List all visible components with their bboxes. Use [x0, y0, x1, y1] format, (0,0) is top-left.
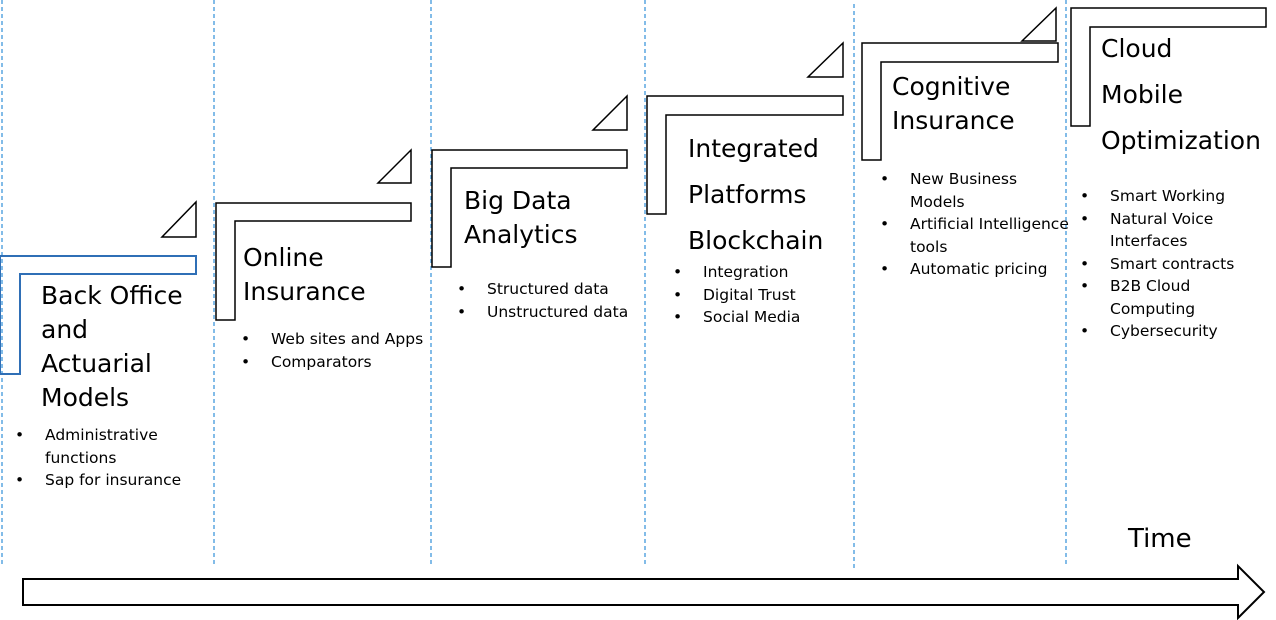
stage-title-line: Models: [41, 383, 130, 412]
stage-title-integrated-platforms: Integrated Platforms Blockchain: [688, 126, 823, 264]
stage-title-line: Back Office: [41, 281, 183, 310]
bullet-item: Smart Working: [1080, 185, 1274, 208]
bullet-item: Digital Trust: [673, 284, 848, 307]
corner-triangle: [160, 200, 197, 238]
bullet-item: Natural Voice Interfaces: [1080, 208, 1274, 253]
stage-title-big-data: Big Data Analytics: [464, 184, 578, 252]
step-shape-big-data: [431, 149, 628, 268]
step-shape-back-office: [0, 255, 197, 375]
bullet-item: Sap for insurance: [15, 469, 195, 492]
stage-bullets-big-data: Structured data Unstructured data: [457, 278, 642, 323]
bullet-item: Unstructured data: [457, 301, 642, 324]
stage-title-line: Insurance: [892, 106, 1015, 135]
bullet-item: Integration: [673, 261, 848, 284]
stage-title-back-office: Back Office and Actuarial Models: [41, 279, 183, 415]
stage-title-line: Platforms: [688, 180, 807, 209]
step-shape-cloud-mobile: [1070, 7, 1267, 127]
step-shape-cognitive-insurance: [861, 42, 1059, 161]
step-shape-online-insurance: [215, 202, 412, 321]
stage-title-cloud-mobile: Cloud Mobile Optimization: [1101, 26, 1261, 164]
time-axis-label: Time: [1128, 524, 1192, 554]
stage-title-line: Insurance: [243, 277, 366, 306]
stage-title-line: Integrated: [688, 134, 819, 163]
step-shape-integrated-platforms: [646, 95, 844, 215]
stage-bullets-back-office: Administrative functions Sap for insuran…: [15, 424, 195, 492]
stage-title-line: Blockchain: [688, 226, 824, 255]
stage-title-line: Online: [243, 243, 324, 272]
bullet-item: Administrative functions: [15, 424, 195, 469]
corner-triangle: [376, 148, 412, 184]
bullet-item: Smart contracts: [1080, 253, 1274, 276]
stage-title-line: Analytics: [464, 220, 578, 249]
corner-triangle: [1020, 6, 1057, 42]
stage-title-cognitive-insurance: Cognitive Insurance: [892, 70, 1015, 138]
stage-title-line: Actuarial: [41, 349, 152, 378]
corner-triangle: [591, 94, 628, 131]
bullet-item: Social Media: [673, 306, 848, 329]
bullet-item: Web sites and Apps: [241, 328, 431, 351]
bullet-item: Artificial Intelligence tools: [880, 213, 1070, 258]
bullet-item: Structured data: [457, 278, 642, 301]
stage-title-line: Cognitive: [892, 72, 1011, 101]
stage-title-line: Optimization: [1101, 126, 1261, 155]
stage-title-line: and: [41, 315, 89, 344]
stage-bullets-cognitive-insurance: New Business Models Artificial Intellige…: [880, 168, 1070, 281]
time-arrow: [22, 563, 1266, 620]
stage-bullets-cloud-mobile: Smart Working Natural Voice Interfaces S…: [1080, 185, 1274, 343]
bullet-item: New Business Models: [880, 168, 1070, 213]
stage-title-line: Big Data: [464, 186, 572, 215]
stage-title-line: Cloud: [1101, 34, 1173, 63]
stage-bullets-integrated-platforms: Integration Digital Trust Social Media: [673, 261, 848, 329]
stage-title-online-insurance: Online Insurance: [243, 241, 366, 309]
bullet-item: B2B Cloud Computing: [1080, 275, 1274, 320]
bullet-item: Cybersecurity: [1080, 320, 1274, 343]
bullet-item: Automatic pricing: [880, 258, 1070, 281]
corner-triangle: [806, 41, 844, 78]
stage-bullets-online-insurance: Web sites and Apps Comparators: [241, 328, 431, 373]
stage-title-line: Mobile: [1101, 80, 1184, 109]
bullet-item: Comparators: [241, 351, 431, 374]
